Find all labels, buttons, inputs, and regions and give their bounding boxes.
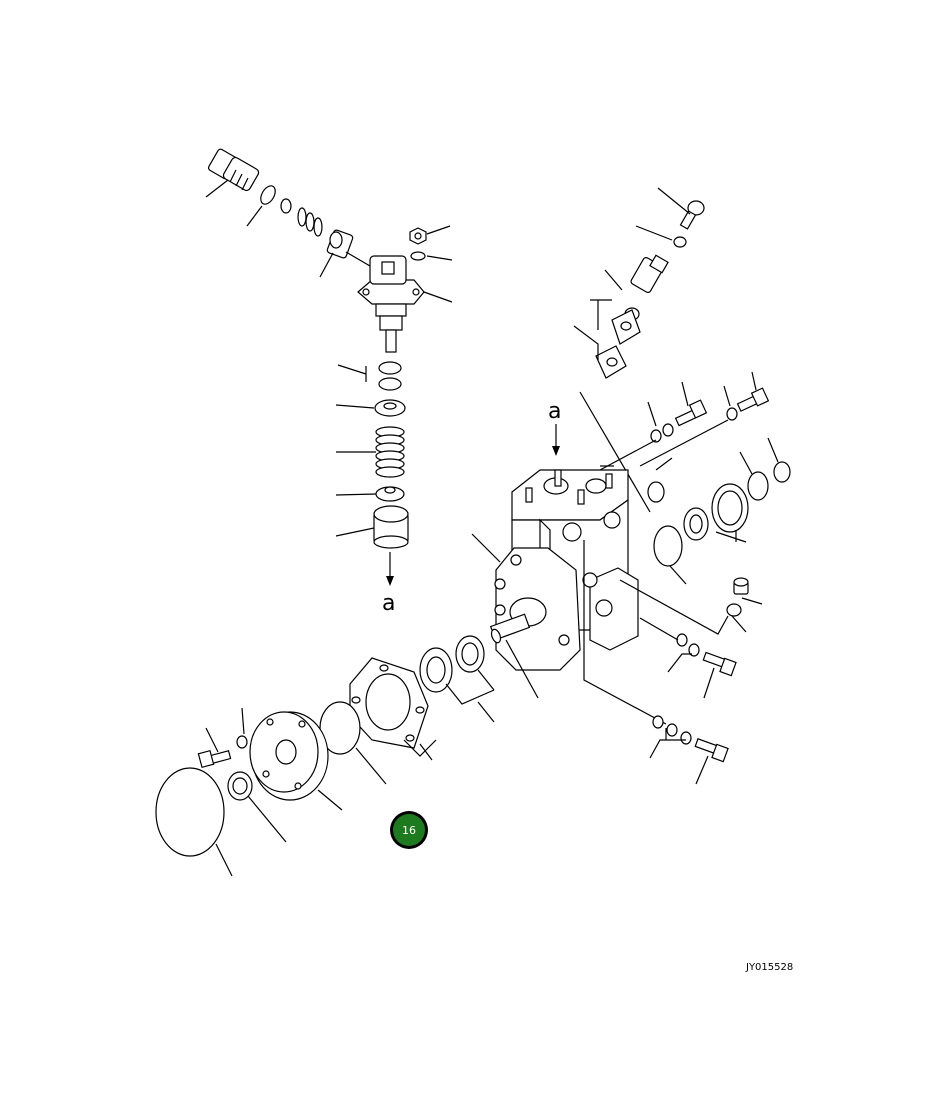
washer (688, 643, 700, 657)
spacer (773, 461, 791, 483)
cap-nut (733, 577, 749, 595)
drive-gear (455, 635, 485, 673)
lower-spring-seat (375, 486, 405, 502)
gear (683, 507, 709, 541)
washer (680, 731, 692, 745)
seal (747, 471, 769, 501)
bolt (674, 399, 708, 427)
front-cover-group (155, 635, 495, 877)
tappet (373, 505, 409, 549)
sensor-body (630, 254, 669, 293)
right-fasteners (599, 371, 770, 471)
gasket-ring (653, 525, 683, 567)
lower-right-fasteners (619, 577, 763, 785)
plunger-spring (375, 426, 405, 478)
drawing-code: JY015528 (745, 962, 793, 973)
cover-bolt-washer (236, 735, 248, 749)
bolt (694, 738, 729, 763)
badge-number: 16 (402, 824, 416, 837)
washer (676, 633, 688, 647)
view-label-top: a (548, 399, 561, 424)
shim-upper (378, 361, 402, 375)
o-ring (260, 185, 276, 205)
valve-body (357, 255, 425, 353)
washer (726, 407, 738, 421)
o-ring (647, 481, 665, 503)
adapter-plate (349, 657, 429, 749)
nut (409, 227, 427, 245)
banjo-bolt (679, 200, 705, 230)
washer (666, 723, 678, 737)
right-bearing-group (647, 437, 791, 585)
washer (652, 715, 664, 729)
view-arrow-top: a (548, 399, 561, 456)
washer (410, 251, 426, 261)
small-spring (297, 207, 323, 237)
oil-seal (227, 771, 253, 801)
plunger-stack: a (335, 361, 409, 616)
sensor-flange (595, 309, 641, 379)
pump-housing (471, 469, 667, 725)
washer (662, 423, 674, 437)
washer (726, 603, 742, 617)
bearing (711, 483, 749, 533)
sleeve (326, 229, 354, 259)
small-seal (280, 198, 292, 214)
washer (650, 429, 662, 443)
valve-cartridge-assembly (205, 148, 453, 353)
shim-lower (378, 377, 402, 391)
gasket-washer (673, 236, 687, 248)
large-o-ring (155, 767, 225, 857)
bolt (702, 651, 737, 677)
plug-part (207, 148, 260, 192)
spring-seat (374, 399, 406, 417)
cover-bolt (197, 749, 232, 769)
view-label-bottom: a (382, 591, 395, 616)
front-cover (249, 711, 329, 801)
sensor-assembly (573, 187, 705, 513)
shaft-bearing (419, 647, 453, 693)
bolt (736, 387, 770, 412)
badge-fill (393, 814, 425, 846)
item-badge: 16 (390, 811, 428, 849)
